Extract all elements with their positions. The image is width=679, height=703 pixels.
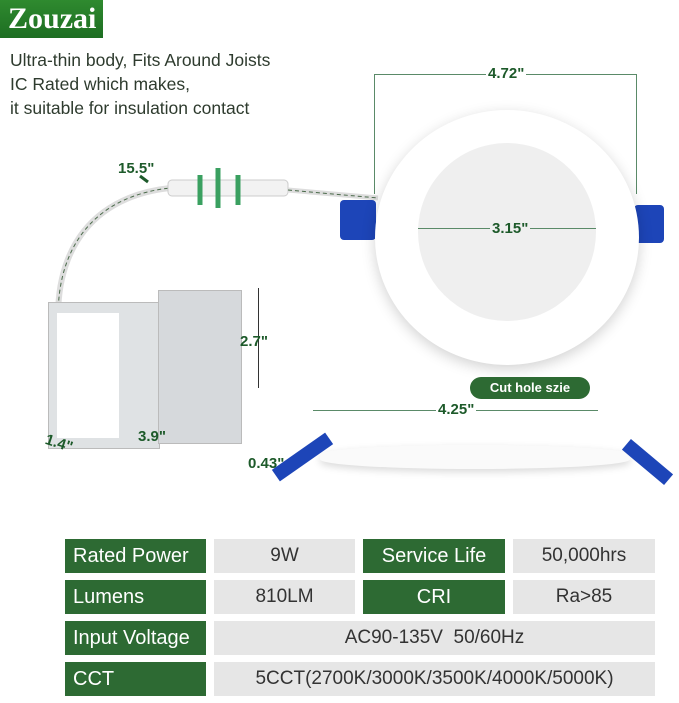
spec-label: CRI bbox=[363, 580, 505, 614]
tagline-line: it suitable for insulation contact bbox=[10, 98, 250, 118]
spring-clip-right bbox=[634, 205, 664, 243]
light-diameter-label: 3.15" bbox=[490, 220, 531, 237]
outer-diameter-label: 4.72" bbox=[486, 65, 527, 82]
spec-label: CCT bbox=[65, 662, 206, 696]
spec-value: 9W bbox=[214, 539, 355, 573]
tagline-line: IC Rated which makes, bbox=[10, 74, 190, 94]
spec-value: 50,000hrs bbox=[513, 539, 655, 573]
spec-value: 5CCT(2700K/3000K/3500K/4000K/5000K) bbox=[214, 662, 655, 696]
brand-logo: Zouzai bbox=[0, 0, 103, 38]
box-height-line bbox=[258, 288, 259, 388]
cut-hole-label: 4.25" bbox=[436, 401, 477, 418]
spec-value: Ra>85 bbox=[513, 580, 655, 614]
spec-row: Lumens 810LM CRI Ra>85 bbox=[65, 580, 655, 614]
spec-row: CCT 5CCT(2700K/3000K/3500K/4000K/5000K) bbox=[65, 662, 655, 696]
spec-label: Lumens bbox=[65, 580, 206, 614]
spec-value: 810LM bbox=[214, 580, 355, 614]
spring-clip-right-side bbox=[621, 438, 674, 486]
spring-clip-left bbox=[340, 200, 376, 240]
junction-box-front bbox=[48, 302, 160, 449]
box-width-label: 3.9" bbox=[138, 428, 166, 445]
dim-tick bbox=[374, 74, 375, 194]
spec-label: Rated Power bbox=[65, 539, 206, 573]
junction-box-side bbox=[158, 290, 242, 444]
feature-tagline: Ultra-thin body, Fits Around Joists IC R… bbox=[10, 48, 270, 120]
spec-value: AC90-135V 50/60Hz bbox=[214, 621, 655, 655]
lamp-side-view bbox=[320, 445, 630, 469]
cut-hole-bubble: Cut hole szie bbox=[470, 377, 590, 399]
box-height-label: 2.7" bbox=[240, 333, 268, 350]
spec-row: Input Voltage AC90-135V 50/60Hz bbox=[65, 621, 655, 655]
tagline-line: Ultra-thin body, Fits Around Joists bbox=[10, 50, 271, 70]
cable-length-label: 15.5" bbox=[118, 160, 155, 177]
box-label-sticker bbox=[57, 313, 119, 438]
spec-table: Rated Power 9W Service Life 50,000hrs Lu… bbox=[65, 539, 655, 703]
thickness-label: 0.43" bbox=[248, 455, 285, 472]
spec-label: Input Voltage bbox=[65, 621, 206, 655]
brand-name: Zouzai bbox=[8, 2, 97, 35]
rotate-arrows-icon bbox=[197, 168, 241, 208]
dim-tick bbox=[636, 74, 637, 194]
spec-row: Rated Power 9W Service Life 50,000hrs bbox=[65, 539, 655, 573]
spec-label: Service Life bbox=[363, 539, 505, 573]
